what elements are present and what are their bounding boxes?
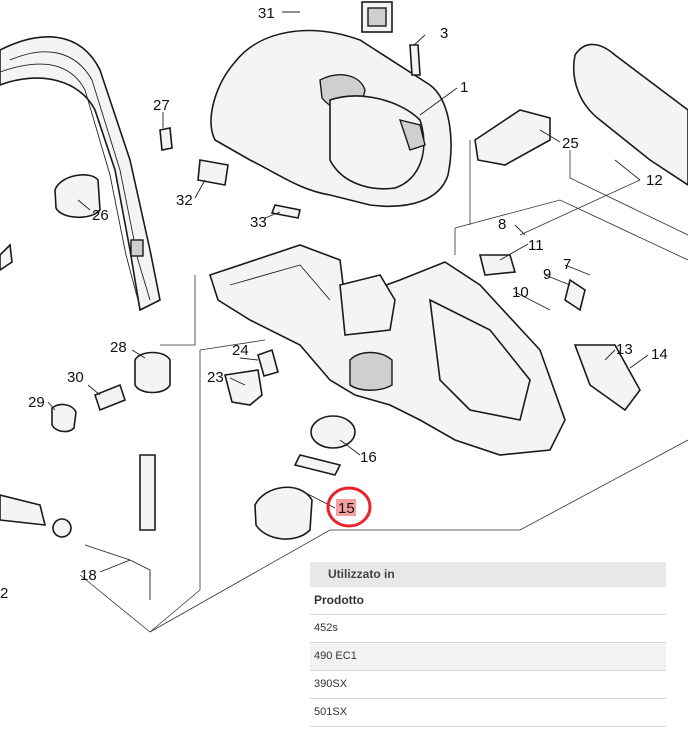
callout-label: 31	[258, 5, 275, 22]
callout-label: 12	[646, 172, 663, 189]
callout-label: 28	[110, 339, 127, 356]
callout-label-highlighted: 15	[338, 500, 355, 517]
part-16-oring	[310, 415, 356, 449]
callout-label: 24	[232, 342, 249, 359]
callout-label: 27	[153, 97, 170, 114]
table-row: 490 EC1	[310, 643, 666, 671]
callout-label: 14	[651, 346, 668, 363]
callout-label: 8	[498, 216, 506, 233]
part-9-lever	[564, 278, 586, 312]
highlight-fill	[336, 499, 356, 516]
callout-label: 3	[440, 25, 448, 42]
callout-label: 16	[360, 449, 377, 466]
callout-label: 26	[92, 207, 109, 224]
callout-label: 9	[543, 266, 551, 283]
callout-label: 32	[176, 192, 193, 209]
small-parts	[0, 43, 688, 600]
part-11-clip	[478, 254, 517, 276]
table-row: 452s	[310, 615, 666, 643]
callout-label: 13	[616, 341, 633, 358]
part-18-tube	[139, 454, 156, 531]
usage-table: Utilizzato in Prodotto 452s 490 EC1 390S…	[310, 562, 666, 727]
callout-label: 1	[460, 79, 468, 96]
callout-labels: 31 3 1 27 25 12 32 33 26 8 11 9 7 10 13 …	[0, 5, 668, 602]
part-2-fittings	[0, 494, 47, 526]
callout-label: 2	[0, 585, 8, 602]
part-33-label	[270, 204, 301, 219]
callout-label: 25	[562, 135, 579, 152]
part-26-rubber-mount	[54, 174, 101, 219]
part-32-label	[197, 159, 229, 186]
callout-label: 29	[28, 394, 45, 411]
part-27-screw	[159, 127, 173, 151]
highlight-circle	[326, 486, 372, 528]
assembly-frame-lines	[79, 140, 688, 633]
table-row: 390SX	[310, 671, 666, 699]
top-cover	[210, 1, 452, 207]
callout-label: 18	[80, 567, 97, 584]
part-3-screw	[409, 44, 421, 76]
callout-label: 33	[250, 214, 267, 231]
part-15-cap	[254, 486, 313, 540]
usage-table-column-header: Prodotto	[310, 587, 666, 615]
handle-bar	[0, 36, 161, 312]
callout-label: 7	[563, 256, 571, 273]
part-13-cover	[573, 344, 641, 412]
part-23-hose	[224, 369, 263, 406]
callout-label: 11	[528, 237, 544, 254]
part-25-bracket	[474, 109, 551, 166]
callout-label: 30	[67, 369, 84, 386]
part-30-bolt	[94, 383, 126, 412]
table-row: 501SX	[310, 699, 666, 727]
part-29-washer	[51, 403, 77, 433]
callout-label: 10	[512, 284, 529, 301]
callout-label: 23	[207, 369, 224, 386]
part-24-nipple	[257, 348, 279, 377]
main-housing	[208, 244, 566, 456]
part-12-cover-right	[573, 43, 688, 186]
part-16-clip	[293, 454, 342, 476]
part-28-mount	[134, 351, 171, 394]
usage-table-header: Utilizzato in	[310, 562, 666, 587]
